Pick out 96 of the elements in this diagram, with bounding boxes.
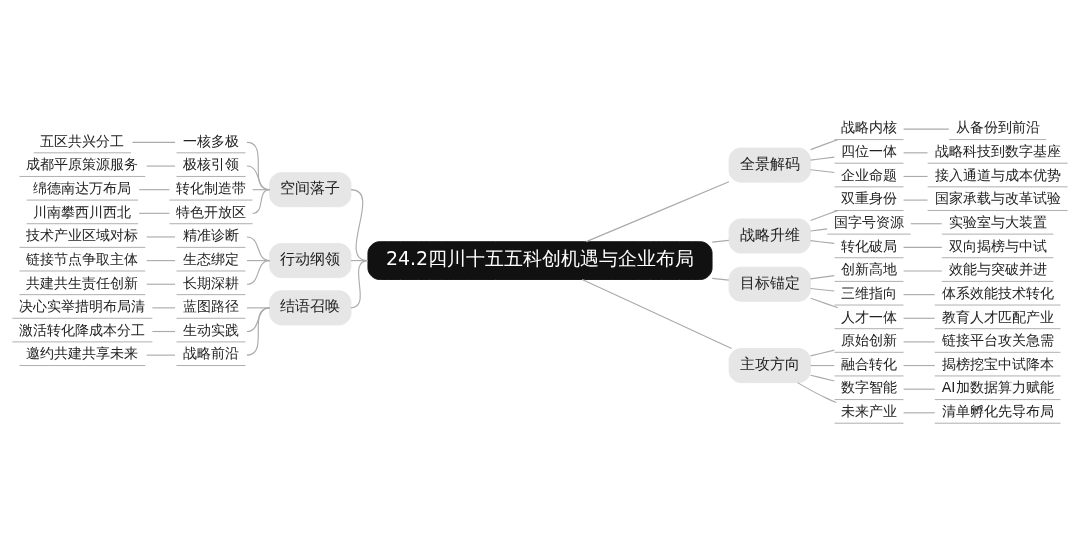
- node-text: 国家承载与改革试验: [934, 190, 1061, 207]
- connector: [903, 175, 929, 177]
- connector: [903, 317, 936, 319]
- connector: [810, 209, 839, 222]
- node-text: 企业命题: [841, 166, 898, 183]
- node-box: 结语召唤: [269, 290, 352, 326]
- connector: [910, 223, 943, 225]
- connector: [903, 270, 943, 272]
- node-box: 全景解码: [728, 147, 811, 183]
- connector: [903, 412, 936, 414]
- connector: [246, 307, 271, 356]
- connector: [810, 297, 839, 309]
- node-text: 邀约共建共享未来: [26, 345, 139, 362]
- connector: [138, 189, 170, 191]
- node-text: 人才一体: [841, 308, 898, 325]
- connector: [138, 212, 170, 214]
- node-text: 战略前沿: [182, 345, 239, 362]
- connector: [146, 236, 176, 238]
- connector: [903, 152, 929, 154]
- node-text: 生动实践: [182, 321, 239, 338]
- node-box: 主攻方向: [728, 348, 811, 384]
- node-text: 蓝图路径: [182, 298, 239, 315]
- node-text: 长期深耕: [182, 274, 239, 291]
- connector: [810, 139, 839, 151]
- node-text: 极核引领: [182, 156, 239, 173]
- connector: [903, 388, 936, 390]
- connector: [903, 365, 936, 367]
- connector: [810, 240, 835, 244]
- connector: [151, 307, 176, 309]
- node-text: 精准诊断: [182, 227, 239, 244]
- node-box: 空间落子: [269, 172, 352, 208]
- connector: [796, 382, 837, 403]
- node-text: 五区共兴分工: [40, 132, 125, 149]
- connector: [810, 287, 835, 292]
- connector: [151, 330, 176, 333]
- node-text: 战略内核: [841, 119, 898, 136]
- node-text: 教育人才匹配产业: [941, 308, 1054, 325]
- node-text: 实验室与大装置: [948, 214, 1047, 231]
- connector: [711, 277, 730, 281]
- connector: [585, 181, 730, 243]
- node-text: 一核多极: [182, 132, 239, 149]
- node-text: 三维指向: [841, 284, 898, 301]
- connector: [146, 260, 176, 262]
- node-text: 技术产业区域对标: [26, 227, 139, 244]
- connector: [903, 128, 950, 130]
- connector: [810, 169, 835, 174]
- node-text: 转化破局: [841, 237, 898, 254]
- node-text: 激活转化降成本分工: [19, 321, 146, 338]
- node-text: 绵德南达万布局: [33, 180, 132, 196]
- node-text: 川南攀西川西北: [33, 203, 132, 220]
- node-text: 转化制造带: [175, 180, 246, 196]
- node-text: 清单孵化先导布局: [941, 403, 1054, 420]
- node-text: 融合转化: [841, 355, 898, 372]
- node-text: 接入通道与成本优势: [934, 166, 1061, 183]
- connector: [903, 199, 929, 201]
- node-text: 决心实举措明布局清: [19, 298, 146, 315]
- connector: [810, 349, 835, 357]
- node-text: 创新高地: [841, 261, 898, 278]
- node-text: 生态绑定: [182, 250, 239, 267]
- connector: [810, 228, 828, 232]
- connector: [903, 294, 936, 296]
- node-text: 数字智能: [841, 379, 898, 396]
- node-text: 链接节点争取主体: [26, 250, 139, 267]
- node-text: 双向揭榜与中试: [948, 237, 1047, 254]
- node-text: 四位一体: [841, 143, 898, 160]
- connector: [903, 246, 943, 248]
- connector: [810, 156, 835, 161]
- connector: [146, 165, 176, 167]
- node-text: 战略科技到数字基座: [934, 143, 1061, 160]
- node-text: 体系效能技术转化: [941, 284, 1054, 301]
- connector: [711, 239, 730, 243]
- node-box: 24.2四川十五五科创机遇与企业布局: [367, 241, 713, 280]
- connector: [131, 141, 176, 143]
- node-text: 效能与突破并进: [948, 261, 1047, 278]
- connector: [246, 260, 271, 285]
- node-text: 特色开放区: [175, 203, 246, 220]
- node-text: 未来产业: [841, 403, 898, 420]
- node-box: 行动纲领: [269, 243, 352, 279]
- connector: [146, 354, 176, 356]
- node-text: 揭榜挖宝中试降本: [941, 355, 1054, 372]
- node-text: 从备份到前沿: [955, 119, 1040, 136]
- connector: [903, 341, 936, 343]
- connector: [810, 365, 835, 367]
- connector: [581, 279, 733, 349]
- node-box: 目标锚定: [728, 266, 811, 302]
- node-text: AI加数据算力赋能: [941, 379, 1054, 396]
- node-text: 原始创新: [841, 332, 898, 349]
- node-text: 共建共生责任创新: [26, 274, 139, 291]
- connector: [810, 275, 835, 280]
- node-text: 链接平台攻关急需: [941, 332, 1054, 349]
- node-box: 战略升维: [728, 218, 811, 254]
- connector: [810, 374, 835, 382]
- node-text: 双重身份: [841, 190, 898, 207]
- node-text: 成都平原策源服务: [26, 156, 139, 173]
- connector: [146, 283, 176, 285]
- node-text: 国字号资源: [834, 214, 905, 231]
